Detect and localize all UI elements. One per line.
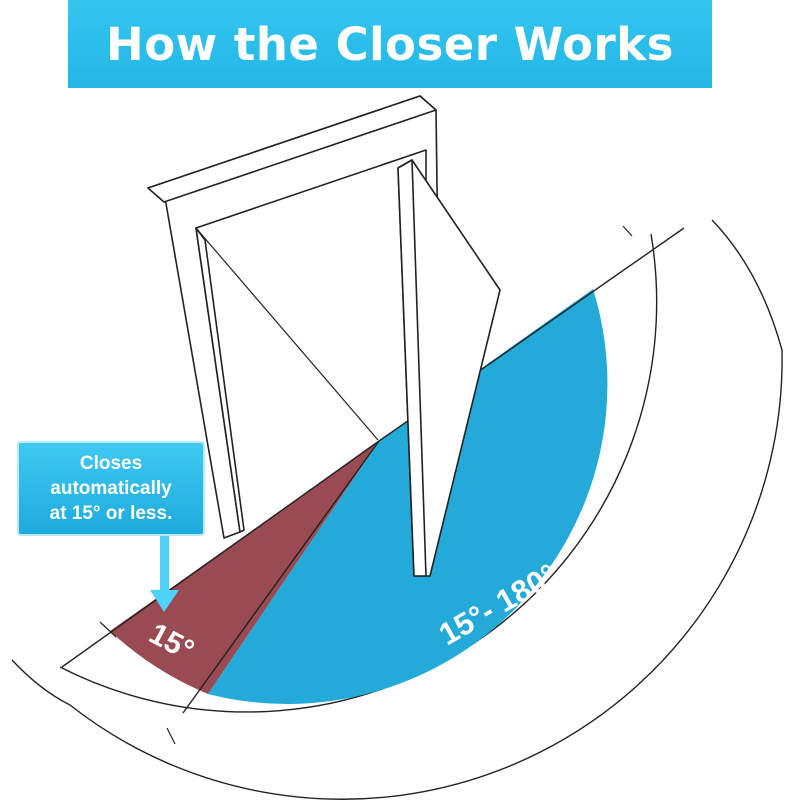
title-banner: How the Closer Works xyxy=(68,0,712,88)
tick-3 xyxy=(622,225,633,237)
callout-line-1: Closes xyxy=(79,453,143,474)
down-arrow-icon xyxy=(150,536,179,612)
callout-line-3: at 15° or less. xyxy=(49,503,173,524)
outer-arc xyxy=(59,233,658,713)
large-sector xyxy=(208,289,608,705)
limit-line-15 xyxy=(182,440,380,714)
tick-2 xyxy=(166,727,176,745)
outermost-arc xyxy=(11,219,783,800)
tick-1 xyxy=(99,621,117,638)
page-title: How the Closer Works xyxy=(106,17,674,71)
open-door-icon xyxy=(147,95,501,577)
callout-line-2: automatically xyxy=(50,478,172,499)
small-sector xyxy=(110,441,379,694)
callout-box: Closes automatically at 15° or less. xyxy=(17,441,205,536)
closed-line xyxy=(61,440,380,668)
